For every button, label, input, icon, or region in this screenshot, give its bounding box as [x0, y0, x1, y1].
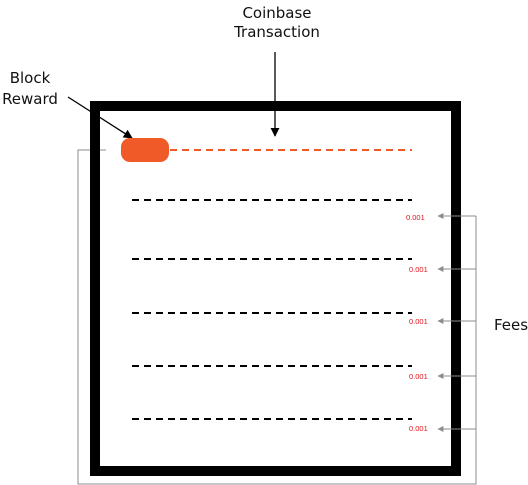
block-reward-pill [121, 138, 169, 162]
block-frame [90, 101, 461, 476]
block-reward-label-line1: Block [10, 69, 51, 87]
fee-value: 0.001 [409, 424, 428, 433]
fee-value: 0.001 [406, 213, 425, 222]
block-reward-label-line2: Reward [2, 90, 58, 108]
coinbase-transaction-label-line2: Transaction [233, 23, 320, 41]
fee-value: 0.001 [409, 372, 428, 381]
block-reward-bracket [77, 149, 477, 485]
fees-label: Fees [494, 316, 528, 334]
coinbase-transaction-label-line1: Coinbase [242, 4, 311, 22]
fee-value: 0.001 [409, 265, 428, 274]
fee-value: 0.001 [409, 317, 428, 326]
